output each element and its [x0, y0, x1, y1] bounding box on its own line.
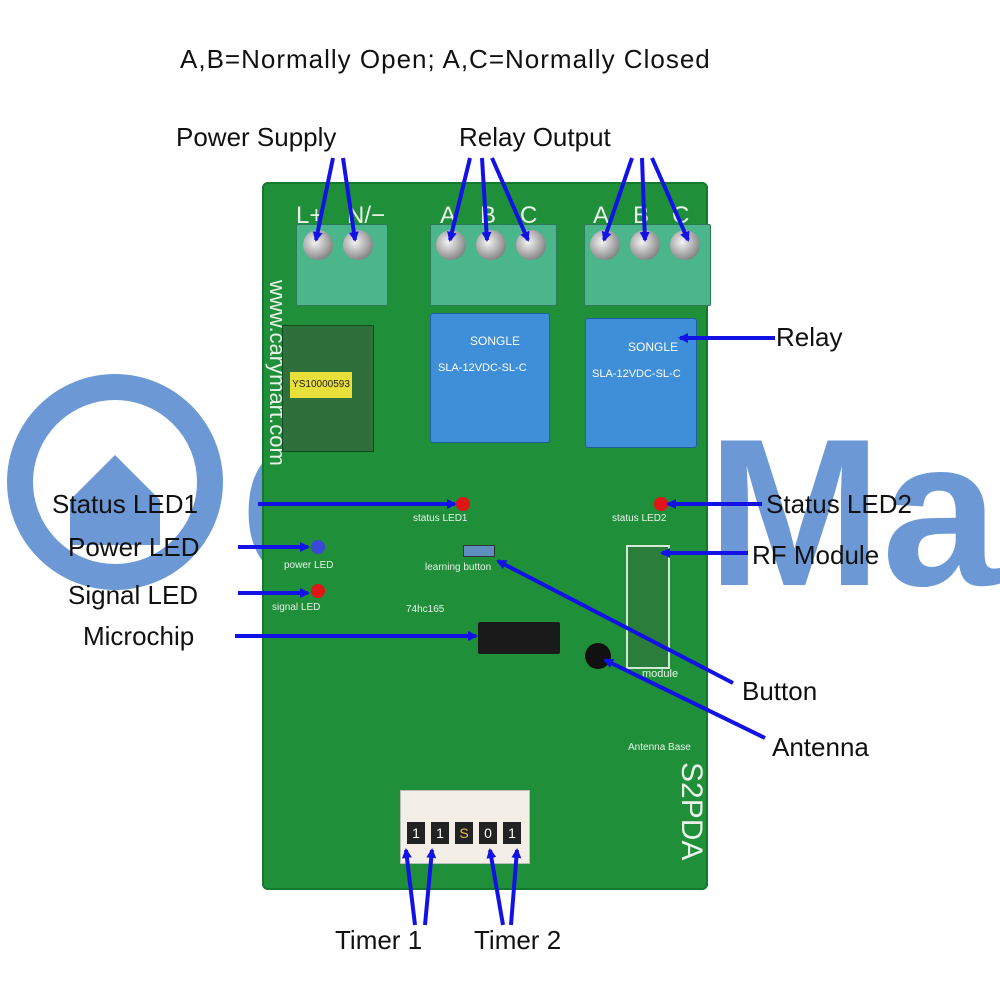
label-relay-output: Relay Output — [459, 122, 611, 152]
dip-switch-5: 1 — [503, 822, 521, 844]
silk-chip: 74hc165 — [406, 604, 445, 615]
relay2-brand: SONGLE — [628, 340, 679, 354]
relay1-model: SLA-12VDC-SL-C — [438, 362, 527, 374]
caption: A,B=Normally Open; A,C=Normally Closed — [180, 44, 711, 74]
silk-status-led2: status LED2 — [612, 513, 667, 524]
power-led — [311, 540, 325, 554]
relay-1 — [430, 313, 550, 443]
label-button: Button — [742, 676, 818, 706]
arrow-button — [496, 559, 734, 685]
silk-learning-button: learning button — [425, 562, 492, 573]
arrow-timer1-a — [401, 848, 417, 926]
arrow-timer1-b — [423, 848, 437, 926]
relay1-label-a: A — [440, 202, 457, 229]
status-led2 — [654, 497, 668, 511]
relay2-label-a: A — [593, 202, 610, 229]
label-rf-module: RF Module — [752, 540, 880, 570]
dip-switch-3: S — [455, 822, 473, 844]
arrow-relay1-a — [447, 157, 472, 242]
silk-antenna-base: Antenna Base — [628, 742, 691, 753]
arrow-timer2-b — [509, 848, 522, 926]
label-microchip: Microchip — [83, 621, 195, 651]
arrow-timer2-a — [486, 848, 505, 926]
signal-led — [311, 584, 325, 598]
dip-switch-4: 0 — [479, 822, 497, 844]
arrow-relay2-b — [639, 157, 650, 242]
arrow-power-l — [312, 157, 335, 242]
learning-button — [463, 545, 495, 557]
watermark-logo-ring — [7, 374, 223, 590]
arrow-relay2-c — [650, 157, 690, 242]
arrow-relay1-c — [490, 157, 530, 242]
relay1-label-c: C — [520, 202, 538, 229]
label-timer2: Timer 2 — [474, 925, 562, 955]
arrow-relay1-b — [480, 157, 492, 242]
label-power-led: Power LED — [68, 532, 200, 562]
label-power-supply: Power Supply — [176, 122, 337, 152]
label-status-led1: Status LED1 — [52, 489, 198, 519]
house-icon — [70, 455, 160, 545]
dip-switch-1: 1 — [407, 822, 425, 844]
arrow-power-n — [341, 157, 359, 242]
status-led1 — [456, 497, 470, 511]
silk-module: module — [642, 668, 679, 680]
silk-signal-led: signal LED — [272, 602, 321, 613]
label-status-led2: Status LED2 — [766, 489, 912, 519]
dip-switch-2: 1 — [431, 822, 449, 844]
label-signal-led: Signal LED — [68, 580, 199, 610]
arrow-relay2-a — [601, 157, 634, 242]
label-antenna: Antenna — [772, 732, 869, 762]
relay1-brand: SONGLE — [470, 334, 521, 348]
relay2-model: SLA-12VDC-SL-C — [592, 368, 681, 380]
power-module-code: YS10000593 — [290, 372, 352, 398]
label-relay: Relay — [776, 322, 843, 352]
label-timer1: Timer 1 — [335, 925, 423, 955]
silk-status-led1: status LED1 — [413, 513, 468, 524]
microchip — [478, 622, 560, 654]
arrow-antenna — [603, 658, 766, 740]
silk-power-led: power LED — [284, 560, 334, 571]
